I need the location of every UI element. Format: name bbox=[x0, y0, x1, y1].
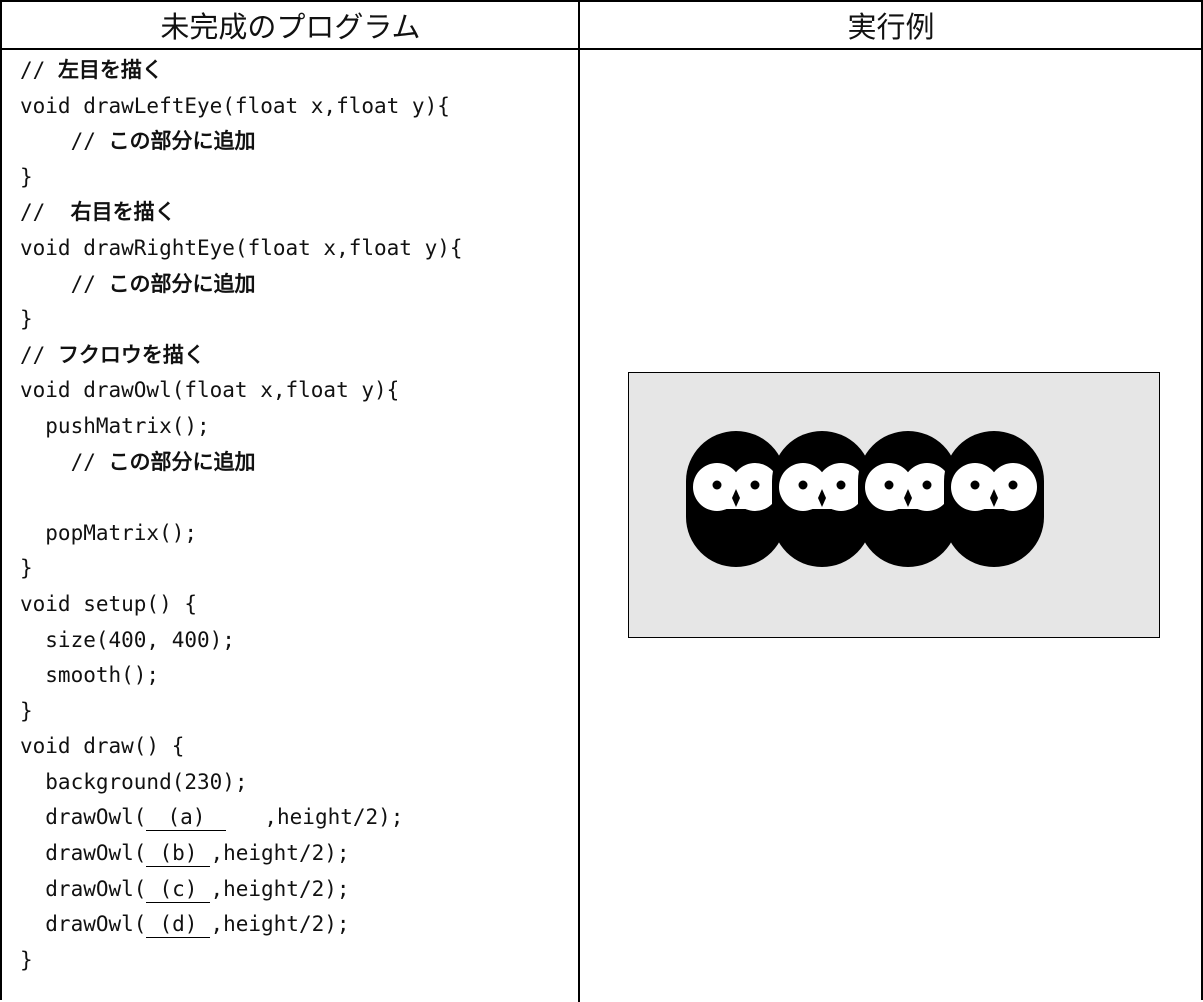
header-execution-example: 実行例 bbox=[579, 2, 1203, 50]
code-text: } bbox=[20, 947, 33, 972]
owl bbox=[772, 431, 872, 567]
code-comment-text: フクロウを描く bbox=[57, 342, 205, 367]
code-line bbox=[20, 480, 570, 516]
owls-drawing bbox=[686, 431, 1044, 567]
code-line: drawOwl((c),height/2); bbox=[20, 872, 570, 908]
code-line: // この部分に追加 bbox=[20, 267, 570, 303]
code-line: void draw() { bbox=[20, 729, 570, 765]
code-text: smooth(); bbox=[20, 663, 160, 688]
code-text: drawOwl( bbox=[20, 876, 147, 901]
code-text: ,height/2); bbox=[210, 841, 350, 866]
code-line: void drawRightEye(float x,float y){ bbox=[20, 231, 570, 267]
code-text: } bbox=[20, 698, 33, 723]
code-line: // フクロウを描く bbox=[20, 338, 570, 374]
code-comment-text: この部分に追加 bbox=[108, 449, 256, 474]
code-line: // この部分に追加 bbox=[20, 445, 570, 481]
code-text: size(400, 400); bbox=[20, 627, 235, 652]
code-text: drawOwl( bbox=[20, 841, 147, 866]
code-line: drawOwl((d),height/2); bbox=[20, 907, 570, 943]
column-divider bbox=[578, 2, 580, 1002]
code-line: // 左目を描く bbox=[20, 53, 570, 89]
code-text: void draw() { bbox=[20, 734, 185, 759]
code-line: pushMatrix(); bbox=[20, 409, 570, 445]
code-comment-text: 右目を描く bbox=[70, 200, 176, 225]
owl-left-pupil bbox=[712, 480, 722, 490]
code-text: } bbox=[20, 164, 33, 189]
code-text: pushMatrix(); bbox=[20, 413, 210, 438]
code-text: void setup() { bbox=[20, 591, 198, 616]
owl-left-pupil bbox=[884, 480, 894, 490]
owl-beak bbox=[904, 489, 912, 507]
code-text: popMatrix(); bbox=[20, 520, 198, 545]
code-line: background(230); bbox=[20, 765, 570, 801]
code-text: ,height/2); bbox=[210, 876, 350, 901]
owl-beak bbox=[818, 489, 826, 507]
code-line: // この部分に追加 bbox=[20, 124, 570, 160]
code-text: ,height/2); bbox=[226, 805, 404, 830]
owl-right-pupil bbox=[922, 480, 932, 490]
code-comment-text: 左目を描く bbox=[57, 58, 163, 82]
code-line: size(400, 400); bbox=[20, 623, 570, 659]
code-line: drawOwl((b),height/2); bbox=[20, 836, 570, 872]
owl-right-pupil bbox=[836, 480, 846, 490]
code-text: background(230); bbox=[20, 769, 248, 794]
answer-blank: (c) bbox=[146, 876, 211, 903]
code-text: void drawLeftEye(float x,float y){ bbox=[20, 93, 450, 118]
owl-left-pupil bbox=[798, 480, 808, 490]
answer-blank: (d) bbox=[146, 911, 211, 939]
answer-blank: (b) bbox=[146, 840, 211, 868]
code-text: drawOwl( bbox=[20, 805, 147, 830]
owl-right-pupil bbox=[1008, 480, 1018, 490]
code-line: } bbox=[20, 943, 570, 979]
owl bbox=[944, 431, 1044, 567]
code-line: } bbox=[20, 551, 570, 587]
owl bbox=[686, 431, 786, 567]
code-line: void drawOwl(float x,float y){ bbox=[20, 373, 570, 409]
code-line: } bbox=[20, 302, 570, 338]
code-line: } bbox=[20, 694, 570, 730]
owl-beak bbox=[732, 489, 740, 507]
code-text: drawOwl( bbox=[20, 912, 147, 937]
code-comment-text: この部分に追加 bbox=[108, 129, 256, 154]
code-text: // bbox=[20, 271, 109, 296]
header-incomplete-program: 未完成のプログラム bbox=[2, 2, 579, 50]
code-listing: // 左目を描く void drawLeftEye(float x,float y… bbox=[20, 53, 570, 978]
code-comment-text: この部分に追加 bbox=[108, 271, 256, 296]
code-line: smooth(); bbox=[20, 658, 570, 694]
owl-right-pupil bbox=[750, 480, 760, 490]
code-line: popMatrix(); bbox=[20, 516, 570, 552]
owl-beak bbox=[990, 489, 998, 507]
code-line: void setup() { bbox=[20, 587, 570, 623]
owl bbox=[858, 431, 958, 567]
code-text: } bbox=[20, 307, 33, 332]
code-text: // bbox=[20, 449, 109, 474]
code-text: // bbox=[20, 200, 71, 225]
code-line: drawOwl((a) ,height/2); bbox=[20, 800, 570, 836]
code-text: void drawRightEye(float x,float y){ bbox=[20, 235, 463, 260]
code-line: } bbox=[20, 160, 570, 196]
code-text: // bbox=[20, 58, 58, 82]
code-text: // bbox=[20, 342, 58, 367]
execution-example-canvas bbox=[628, 372, 1160, 638]
answer-blank: (a) bbox=[146, 804, 227, 832]
code-text: } bbox=[20, 556, 33, 581]
code-text: ,height/2); bbox=[210, 912, 350, 937]
code-line: void drawLeftEye(float x,float y){ bbox=[20, 89, 570, 125]
code-text: void drawOwl(float x,float y){ bbox=[20, 378, 400, 403]
code-text: // bbox=[20, 129, 109, 154]
code-line: // 右目を描く bbox=[20, 195, 570, 231]
owl-left-pupil bbox=[970, 480, 980, 490]
